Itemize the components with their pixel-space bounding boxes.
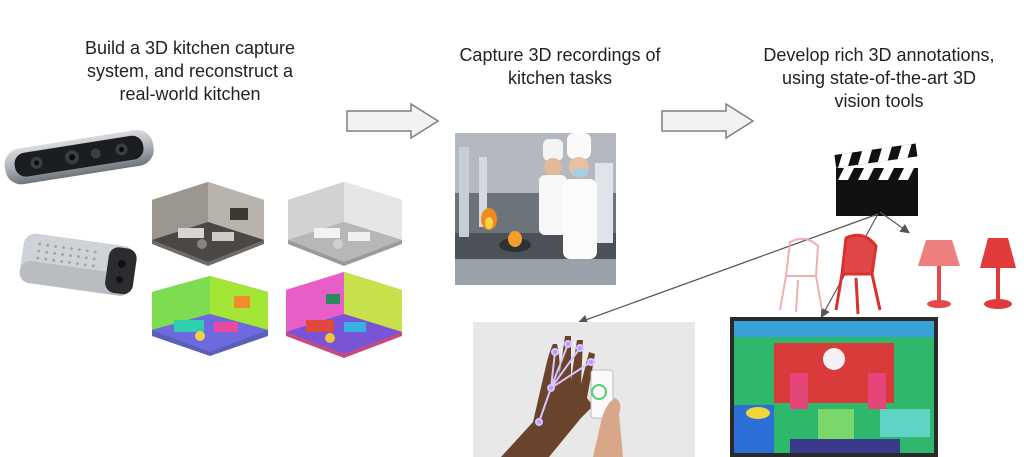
kitchen-reconstruction-mesh bbox=[288, 182, 402, 266]
kitchen-recording-photo bbox=[455, 133, 616, 285]
flow-arrow-2 bbox=[661, 102, 755, 140]
caption-line: real-world kitchen bbox=[119, 84, 261, 104]
kitchen-reconstruction-instances bbox=[286, 272, 402, 358]
caption-line: system, and reconstruct a bbox=[86, 61, 294, 81]
depth-camera-icon bbox=[19, 233, 137, 296]
flow-arrow-1 bbox=[346, 102, 440, 140]
caption-recordings: Capture 3D recordings of kitchen tasks bbox=[410, 44, 710, 90]
caption-line: Capture 3D recordings of bbox=[459, 45, 661, 65]
kitchen-reconstruction-textured bbox=[152, 182, 264, 266]
caption-capture-system: Build a 3D kitchen capture system, and r… bbox=[40, 37, 340, 106]
depth-camera-icon bbox=[4, 129, 154, 185]
kitchen-reconstruction-semantic bbox=[152, 276, 268, 356]
caption-line: vision tools bbox=[834, 91, 924, 111]
caption-annotations: Develop rich 3D annotations, using state… bbox=[734, 44, 1024, 113]
semantic-segmentation-image bbox=[730, 317, 938, 457]
caption-line: Develop rich 3D annotations, bbox=[763, 45, 995, 65]
pointcloud-objects bbox=[779, 233, 1016, 315]
clapperboard-icon bbox=[834, 143, 918, 216]
hand-pose-image bbox=[473, 322, 695, 457]
caption-line: kitchen tasks bbox=[507, 68, 613, 88]
caption-line: using state-of-the-art 3D bbox=[781, 68, 977, 88]
caption-line: Build a 3D kitchen capture bbox=[84, 38, 296, 58]
